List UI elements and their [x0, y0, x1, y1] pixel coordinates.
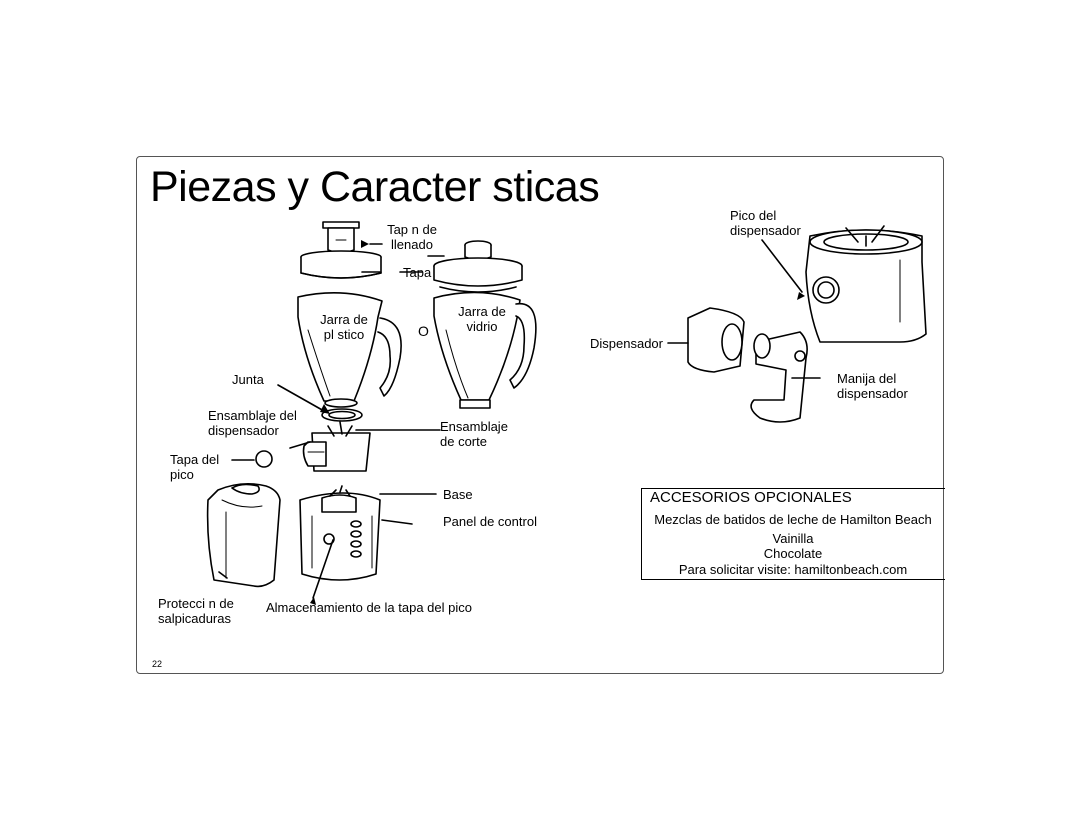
dispenser-handle-drawing [751, 332, 807, 422]
page-number: 22 [152, 659, 163, 669]
page-frame [136, 156, 944, 674]
lid-label: Tapa [403, 265, 432, 280]
accessory-line: Para solicitar visite: hamiltonbeach.com [678, 562, 908, 577]
or-label: O [418, 323, 429, 339]
accessory-line: Mezclas de batidos de leche de Hamilton … [654, 512, 932, 527]
glass-lid-drawing [434, 258, 522, 292]
gasket-label: Junta [232, 372, 264, 387]
accessory-line: Chocolate [763, 546, 823, 561]
dispenser-label: Dispensador [590, 336, 663, 351]
gasket-drawing [322, 409, 362, 421]
spout-cap-storage-label: Almacenamiento de la tapa del pico [266, 600, 472, 615]
glass-jar-drawing [434, 292, 536, 408]
spout-cap-drawing [256, 451, 272, 467]
glass-cap-drawing [465, 241, 491, 260]
splash-guard-drawing [208, 484, 280, 587]
control-panel-label: Panel de control [443, 514, 537, 529]
dispenser-blender-drawing [806, 226, 926, 342]
plastic-jar-drawing [298, 293, 401, 407]
accessory-line: Vainilla [772, 531, 814, 546]
accessories-box [641, 488, 945, 580]
dispenser-drawing [688, 308, 744, 372]
accessories-heading: ACCESORIOS OPCIONALES [650, 489, 852, 506]
base-label: Base [443, 487, 473, 502]
fill-cap-drawing [323, 222, 359, 253]
blade-assembly-drawing [304, 422, 371, 471]
plastic-lid-drawing [301, 251, 381, 278]
page-title: Piezas y Caracter sticas [150, 163, 600, 211]
base-drawing [300, 486, 380, 580]
